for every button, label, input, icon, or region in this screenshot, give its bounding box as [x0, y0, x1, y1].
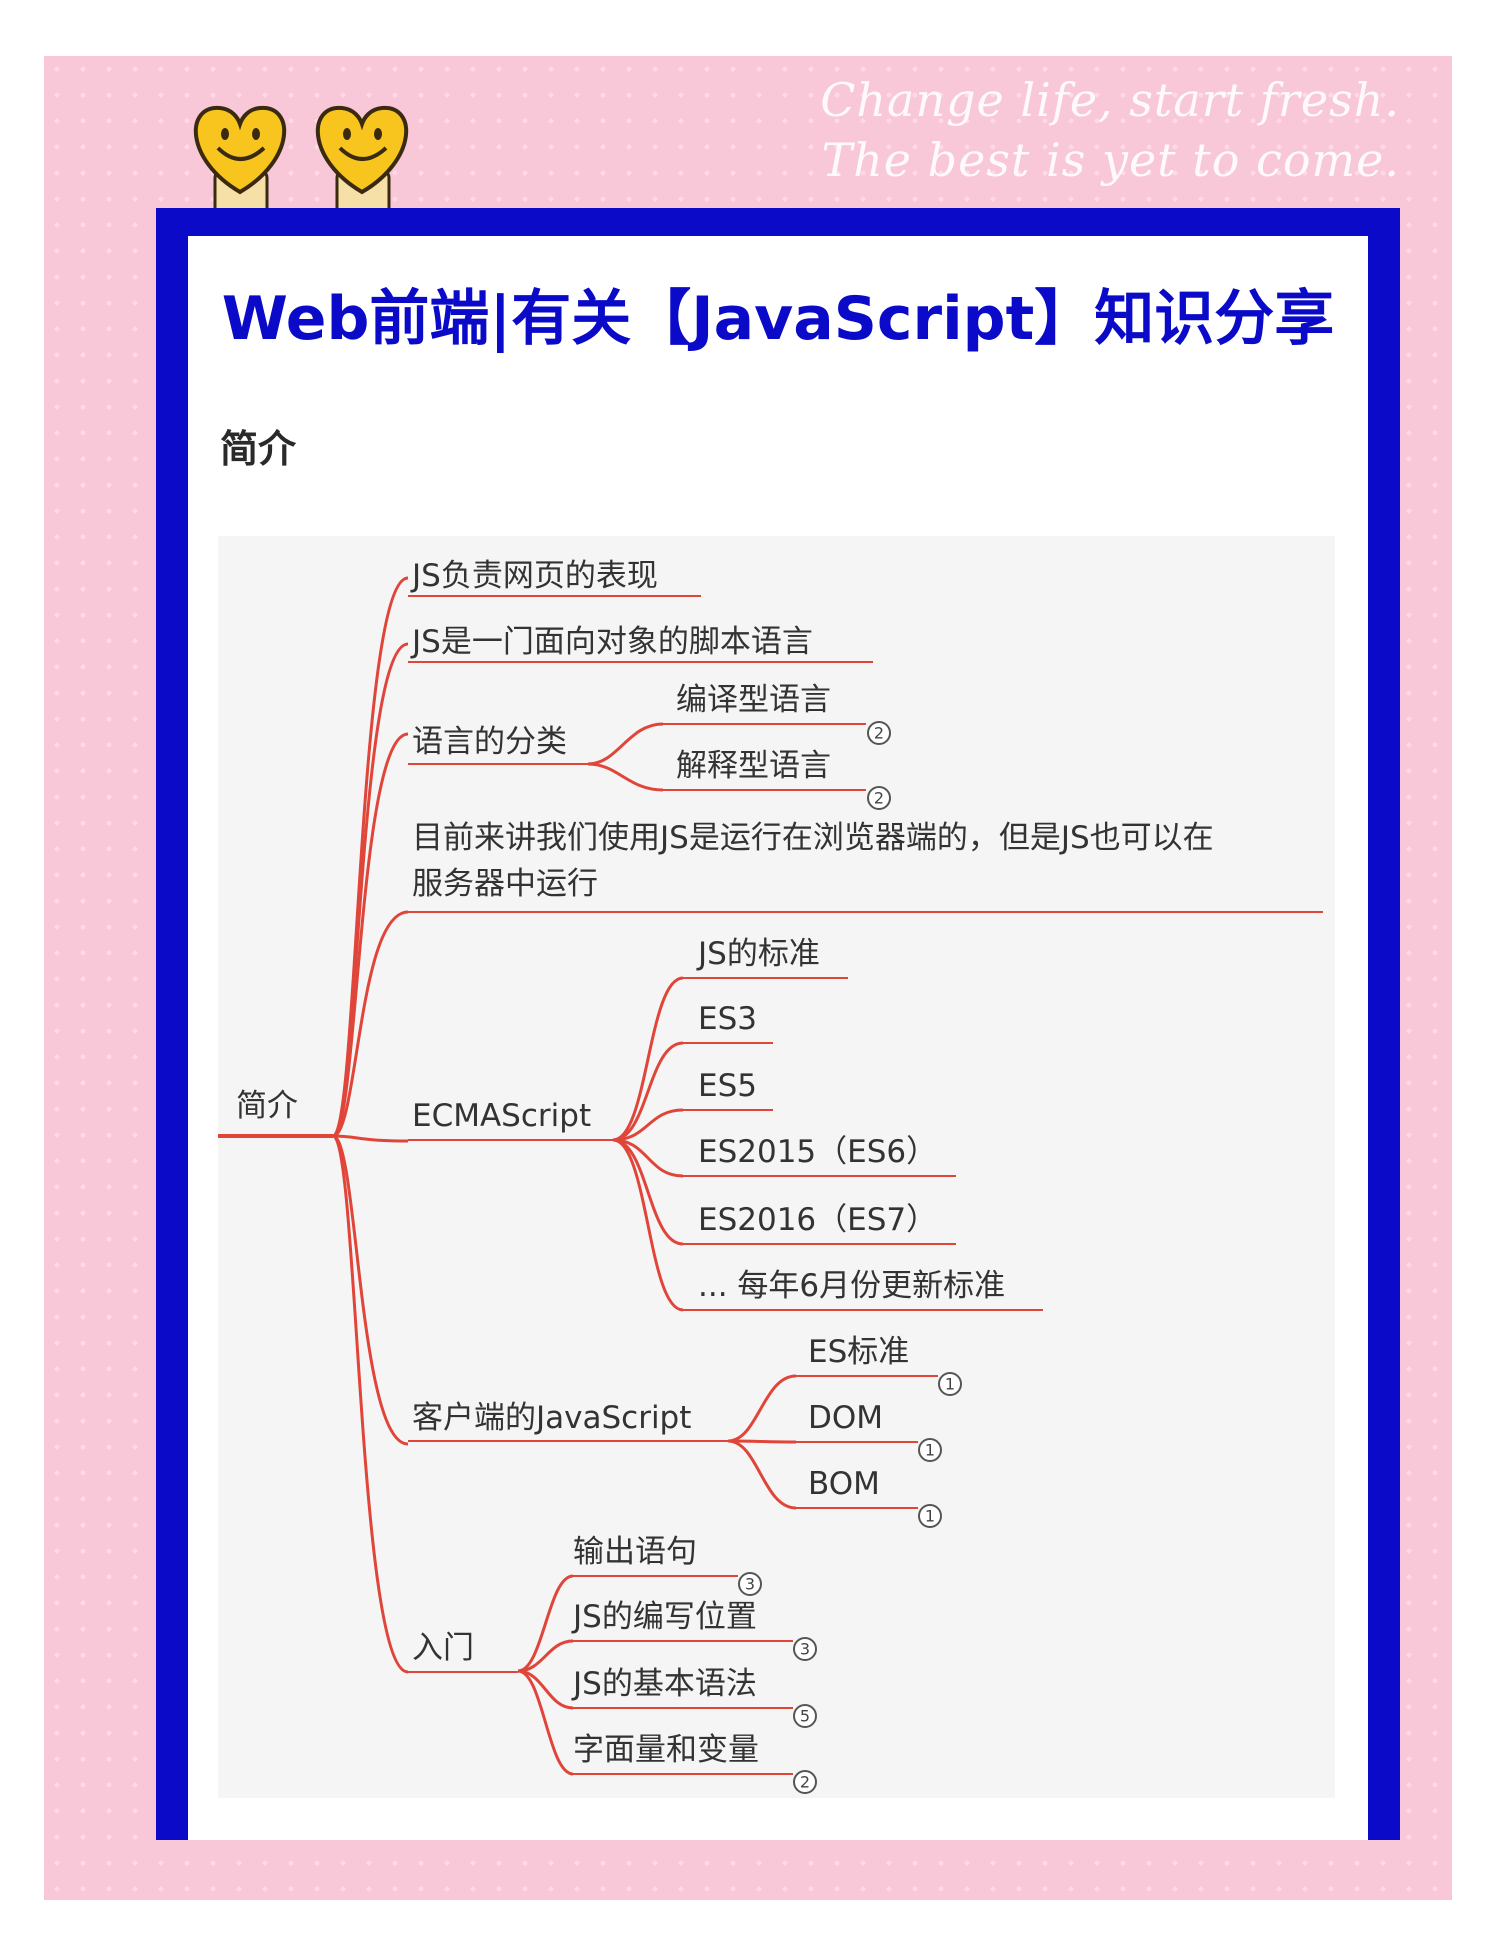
- collapse-badge[interactable]: 1: [918, 1438, 942, 1462]
- mind-map-underlines: [408, 595, 1323, 1775]
- smiley-heart-icon: [315, 105, 409, 212]
- child-bom: BOM: [808, 1466, 880, 1502]
- branch-runtime-line-2: 服务器中运行: [412, 866, 598, 902]
- branch-getting-started: 入门: [412, 1630, 474, 1666]
- collapse-badge-count: 5: [800, 1707, 810, 1726]
- collapse-badge-count: 2: [874, 789, 884, 808]
- branch-client-javascript: 客户端的JavaScript: [412, 1400, 691, 1436]
- collapse-badge[interactable]: 2: [867, 786, 891, 810]
- collapse-badge[interactable]: 2: [867, 721, 891, 745]
- child-es3: ES3: [698, 1001, 757, 1037]
- child-output-statement: 输出语句: [573, 1534, 697, 1570]
- collapse-badge-count: 1: [945, 1375, 955, 1394]
- child-compiled-language: 编译型语言: [676, 682, 831, 718]
- collapse-badge-count: 2: [800, 1773, 810, 1792]
- mind-map-canvas: 简介 JS负责网页的表现 JS是一门面向对象的脚本语言 语言的分类 目前来讲我们…: [218, 558, 1323, 1794]
- tagline: Change life, start fresh. The best is ye…: [820, 70, 1400, 190]
- tagline-line-2: The best is yet to come.: [821, 133, 1400, 187]
- collapse-badge[interactable]: 3: [793, 1637, 817, 1661]
- collapse-badge-count: 1: [925, 1507, 935, 1526]
- collapse-badge-count: 3: [800, 1640, 810, 1659]
- branch-js-presentation: JS负责网页的表现: [410, 558, 658, 594]
- child-es2016: ES2016（ES7）: [698, 1202, 937, 1238]
- mind-map-root: 简介: [236, 1088, 298, 1124]
- branch-runtime-line-1: 目前来讲我们使用JS是运行在浏览器端的，但是JS也可以在: [412, 820, 1214, 856]
- collapse-badge[interactable]: 2: [793, 1770, 817, 1794]
- child-es-standard: ES标准: [808, 1334, 909, 1370]
- collapse-badge-count: 3: [745, 1575, 755, 1594]
- child-js-standard: JS的标准: [696, 936, 820, 972]
- collapse-badge[interactable]: 1: [918, 1504, 942, 1528]
- child-es2015: ES2015（ES6）: [698, 1134, 937, 1170]
- collapse-badge[interactable]: 5: [793, 1704, 817, 1728]
- child-es5: ES5: [698, 1068, 757, 1104]
- section-heading: 简介: [220, 427, 297, 471]
- smiley-heart-icon: [193, 105, 287, 212]
- collapse-badge-count: 1: [925, 1441, 935, 1460]
- page-title: Web前端|有关【JavaScript】知识分享: [221, 284, 1335, 354]
- child-yearly-update: ... 每年6月份更新标准: [698, 1268, 1005, 1304]
- mind-map-connectors: [218, 576, 797, 1776]
- branch-js-oop-script: JS是一门面向对象的脚本语言: [410, 624, 813, 660]
- child-literals-variables: 字面量和变量: [573, 1732, 759, 1768]
- branch-language-types: 语言的分类: [412, 724, 567, 760]
- mind-map: 简介 JS负责网页的表现 JS是一门面向对象的脚本语言 语言的分类 目前来讲我们…: [218, 536, 1335, 1798]
- collapse-badge[interactable]: 3: [738, 1572, 762, 1596]
- smiley-mascots-icon: [193, 105, 409, 212]
- collapse-badge[interactable]: 1: [938, 1372, 962, 1396]
- child-interpreted-language: 解释型语言: [676, 748, 831, 784]
- child-js-syntax: JS的基本语法: [571, 1666, 757, 1702]
- child-js-placement: JS的编写位置: [571, 1599, 757, 1635]
- branch-ecmascript: ECMAScript: [412, 1098, 591, 1134]
- collapse-badge-count: 2: [874, 724, 884, 743]
- tagline-line-1: Change life, start fresh.: [820, 73, 1400, 127]
- child-dom: DOM: [808, 1400, 883, 1436]
